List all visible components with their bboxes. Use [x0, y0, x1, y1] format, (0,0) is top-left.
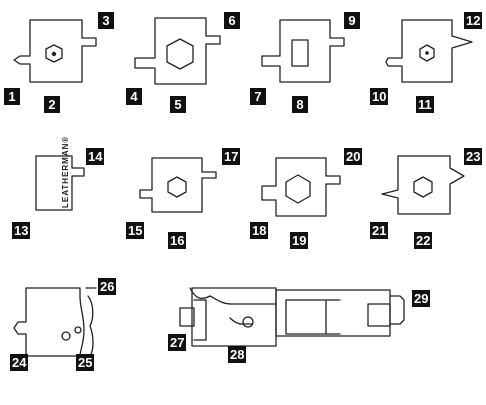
callout-5: 5	[170, 96, 186, 113]
callout-20: 20	[344, 148, 363, 165]
callout-24: 24	[10, 354, 29, 371]
bit-21-23	[381, 155, 465, 215]
callout-29: 29	[412, 290, 431, 307]
callout-25: 25	[76, 354, 95, 371]
callout-14: 14	[86, 148, 105, 165]
callout-9: 9	[344, 12, 360, 29]
callout-21: 21	[370, 222, 389, 239]
callout-13: 13	[12, 222, 31, 239]
bit-24-26	[13, 287, 97, 357]
callout-10: 10	[370, 88, 389, 105]
callout-23: 23	[464, 148, 483, 165]
bit-18-20	[261, 157, 341, 217]
callout-11: 11	[416, 96, 434, 113]
callout-3: 3	[98, 12, 114, 29]
callout-7: 7	[250, 88, 266, 105]
callout-22: 22	[414, 232, 433, 249]
callout-17: 17	[222, 148, 241, 165]
callout-4: 4	[126, 88, 142, 105]
callout-1: 1	[4, 88, 20, 105]
callout-6: 6	[224, 12, 240, 29]
bit-holder-27-29	[179, 287, 405, 347]
callout-16: 16	[168, 232, 187, 249]
callout-15: 15	[126, 222, 145, 239]
callout-28: 28	[228, 346, 247, 363]
callout-27: 27	[168, 334, 187, 351]
bit-13-14: LEATHERMAN®	[35, 136, 85, 211]
callout-12: 12	[464, 12, 483, 29]
callout-2: 2	[44, 96, 60, 113]
callout-8: 8	[292, 96, 308, 113]
bit-4-6	[134, 17, 221, 85]
callout-19: 19	[290, 232, 309, 249]
bit-10-12	[385, 19, 473, 83]
callout-26: 26	[98, 278, 117, 295]
leatherman-brand-text: LEATHERMAN®	[61, 136, 70, 208]
callout-18: 18	[250, 222, 269, 239]
bit-7-9	[261, 19, 345, 83]
bit-15-17	[139, 157, 217, 213]
bit-1-3	[13, 19, 97, 83]
